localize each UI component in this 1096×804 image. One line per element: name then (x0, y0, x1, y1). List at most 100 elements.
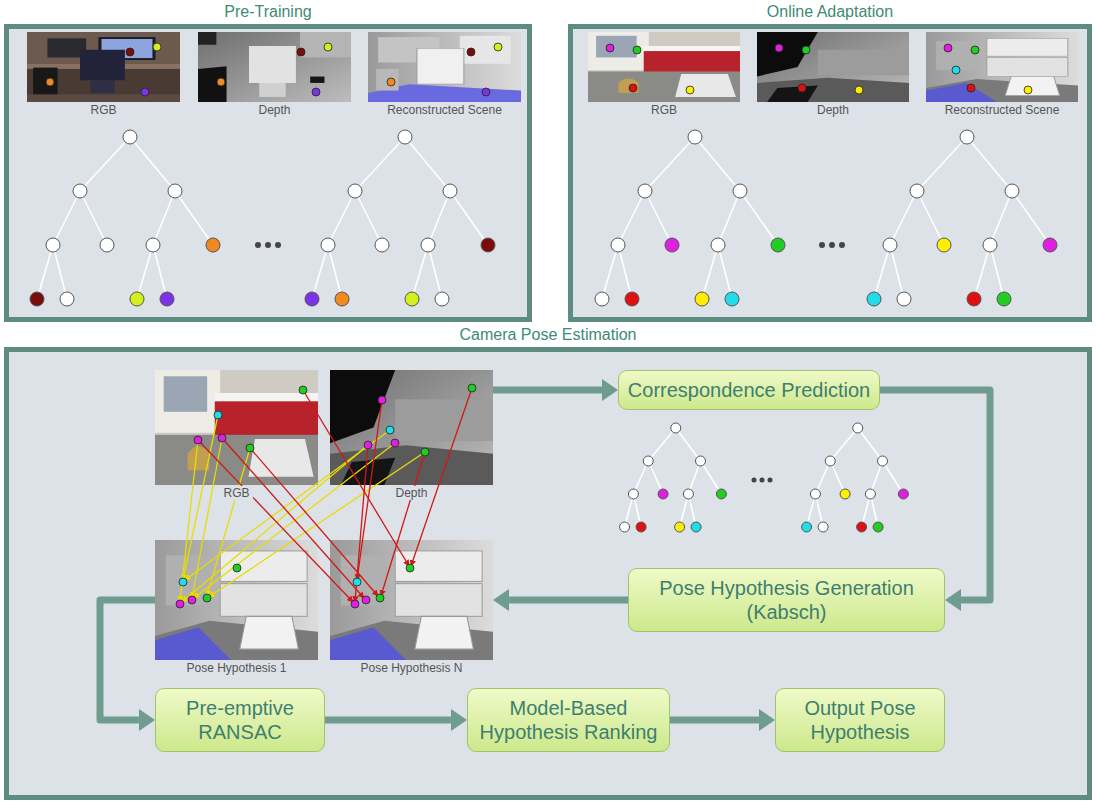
flow-arrow (325, 709, 467, 731)
tree-node (595, 292, 609, 306)
image-caption: Reconstructed Scene (384, 103, 505, 117)
tree-node (897, 292, 911, 306)
tree-branch (990, 191, 1012, 245)
tree-branch (355, 137, 405, 191)
tree-node (638, 184, 652, 198)
depth-image (198, 32, 351, 102)
tree-branch (1012, 191, 1050, 245)
tree-node (206, 238, 220, 252)
image-caption: RGB (220, 486, 252, 500)
tree-branch (618, 245, 632, 299)
process-box: Correspondence Prediction (618, 370, 880, 410)
scene-image (926, 32, 1078, 102)
tree-node (711, 238, 725, 252)
tree-branch (130, 137, 175, 191)
image-frame: Reconstructed Scene (926, 32, 1078, 102)
tree-node (725, 292, 739, 306)
tree-branch (80, 191, 107, 245)
tree-branch (858, 428, 883, 461)
tree-node (123, 130, 137, 144)
tree-node (481, 238, 495, 252)
tree (305, 130, 495, 306)
box-label: Output Pose Hypothesis (784, 696, 936, 744)
arrow-head (493, 589, 509, 611)
image-frame: Depth (198, 32, 351, 102)
tree-branch (53, 191, 80, 245)
tree-branch (695, 137, 740, 191)
tree-node (1005, 184, 1019, 198)
tree-branch (405, 137, 450, 191)
arrow-shaft (670, 717, 760, 724)
tree-branch (328, 245, 342, 299)
tree-branch (917, 191, 944, 245)
image-frame: Depth (330, 370, 493, 485)
tree-node (628, 489, 638, 499)
tree-node (321, 238, 335, 252)
tree-node (443, 184, 457, 198)
ellipsis-dots (255, 242, 845, 483)
scene-image (368, 32, 521, 102)
tree-node (60, 292, 74, 306)
tree-branch (718, 191, 740, 245)
tree-node (818, 522, 828, 532)
box-label: Pre-emptive RANSAC (164, 696, 316, 744)
tree-node (30, 292, 44, 306)
pose-image (155, 540, 318, 660)
rgb-image (27, 32, 180, 102)
image-caption: RGB (87, 103, 119, 117)
panel-heading: Pre-Training (9, 3, 527, 21)
tree-node (160, 292, 174, 306)
image-caption: Reconstructed Scene (942, 103, 1063, 117)
tree-branch (328, 191, 355, 245)
flow-arrow (493, 589, 628, 611)
image-frame: Depth (757, 32, 909, 102)
image-caption: Pose Hypothesis 1 (183, 661, 289, 675)
image-points (46, 43, 1032, 608)
correspondence-lines (180, 388, 472, 602)
tree-node (421, 238, 435, 252)
process-box: Pose Hypothesis Generation (Kabsch) (628, 568, 945, 632)
depth-image (757, 32, 909, 102)
image-frame: Pose Hypothesis N (330, 540, 493, 660)
flow-arrow (670, 709, 775, 731)
tree-node (348, 184, 362, 198)
tree-branch (602, 245, 618, 299)
tree-node (696, 456, 706, 466)
panel-heading: Online Adaptation (573, 3, 1087, 21)
tree-branch (312, 245, 328, 299)
tree-node (305, 292, 319, 306)
tree-branch (450, 191, 488, 245)
tree-node (168, 184, 182, 198)
arrow-shaft (100, 600, 155, 720)
panel-frame: Online AdaptationRGBDepthReconstructed S… (568, 24, 1092, 322)
panel-ground (4, 347, 1092, 800)
box-label: Pose Hypothesis Generation (Kabsch) (637, 576, 936, 624)
image-frame: RGB (588, 32, 740, 102)
tree (867, 130, 1057, 306)
tree-branch (645, 191, 672, 245)
tree-branch (618, 191, 645, 245)
tree-node (620, 522, 630, 532)
panel-heading: Camera Pose Estimation (9, 326, 1087, 344)
tree-node (825, 456, 835, 466)
panel-grounds (4, 24, 1092, 800)
image-caption: Depth (392, 486, 430, 500)
tree-node (675, 522, 685, 532)
images (27, 32, 1078, 660)
tree-node (665, 238, 679, 252)
tree-branch (967, 137, 1012, 191)
tree-node (771, 238, 785, 252)
tree-node (883, 238, 897, 252)
tree-node (873, 522, 883, 532)
tree-node (335, 292, 349, 306)
tree-branch (718, 245, 732, 299)
tree-node (865, 489, 875, 499)
tree-node (683, 489, 693, 499)
tree-node (853, 423, 863, 433)
image-frame: RGB (27, 32, 180, 102)
pose-image (330, 540, 493, 660)
rgb-image (155, 370, 318, 485)
tree-node (625, 292, 639, 306)
